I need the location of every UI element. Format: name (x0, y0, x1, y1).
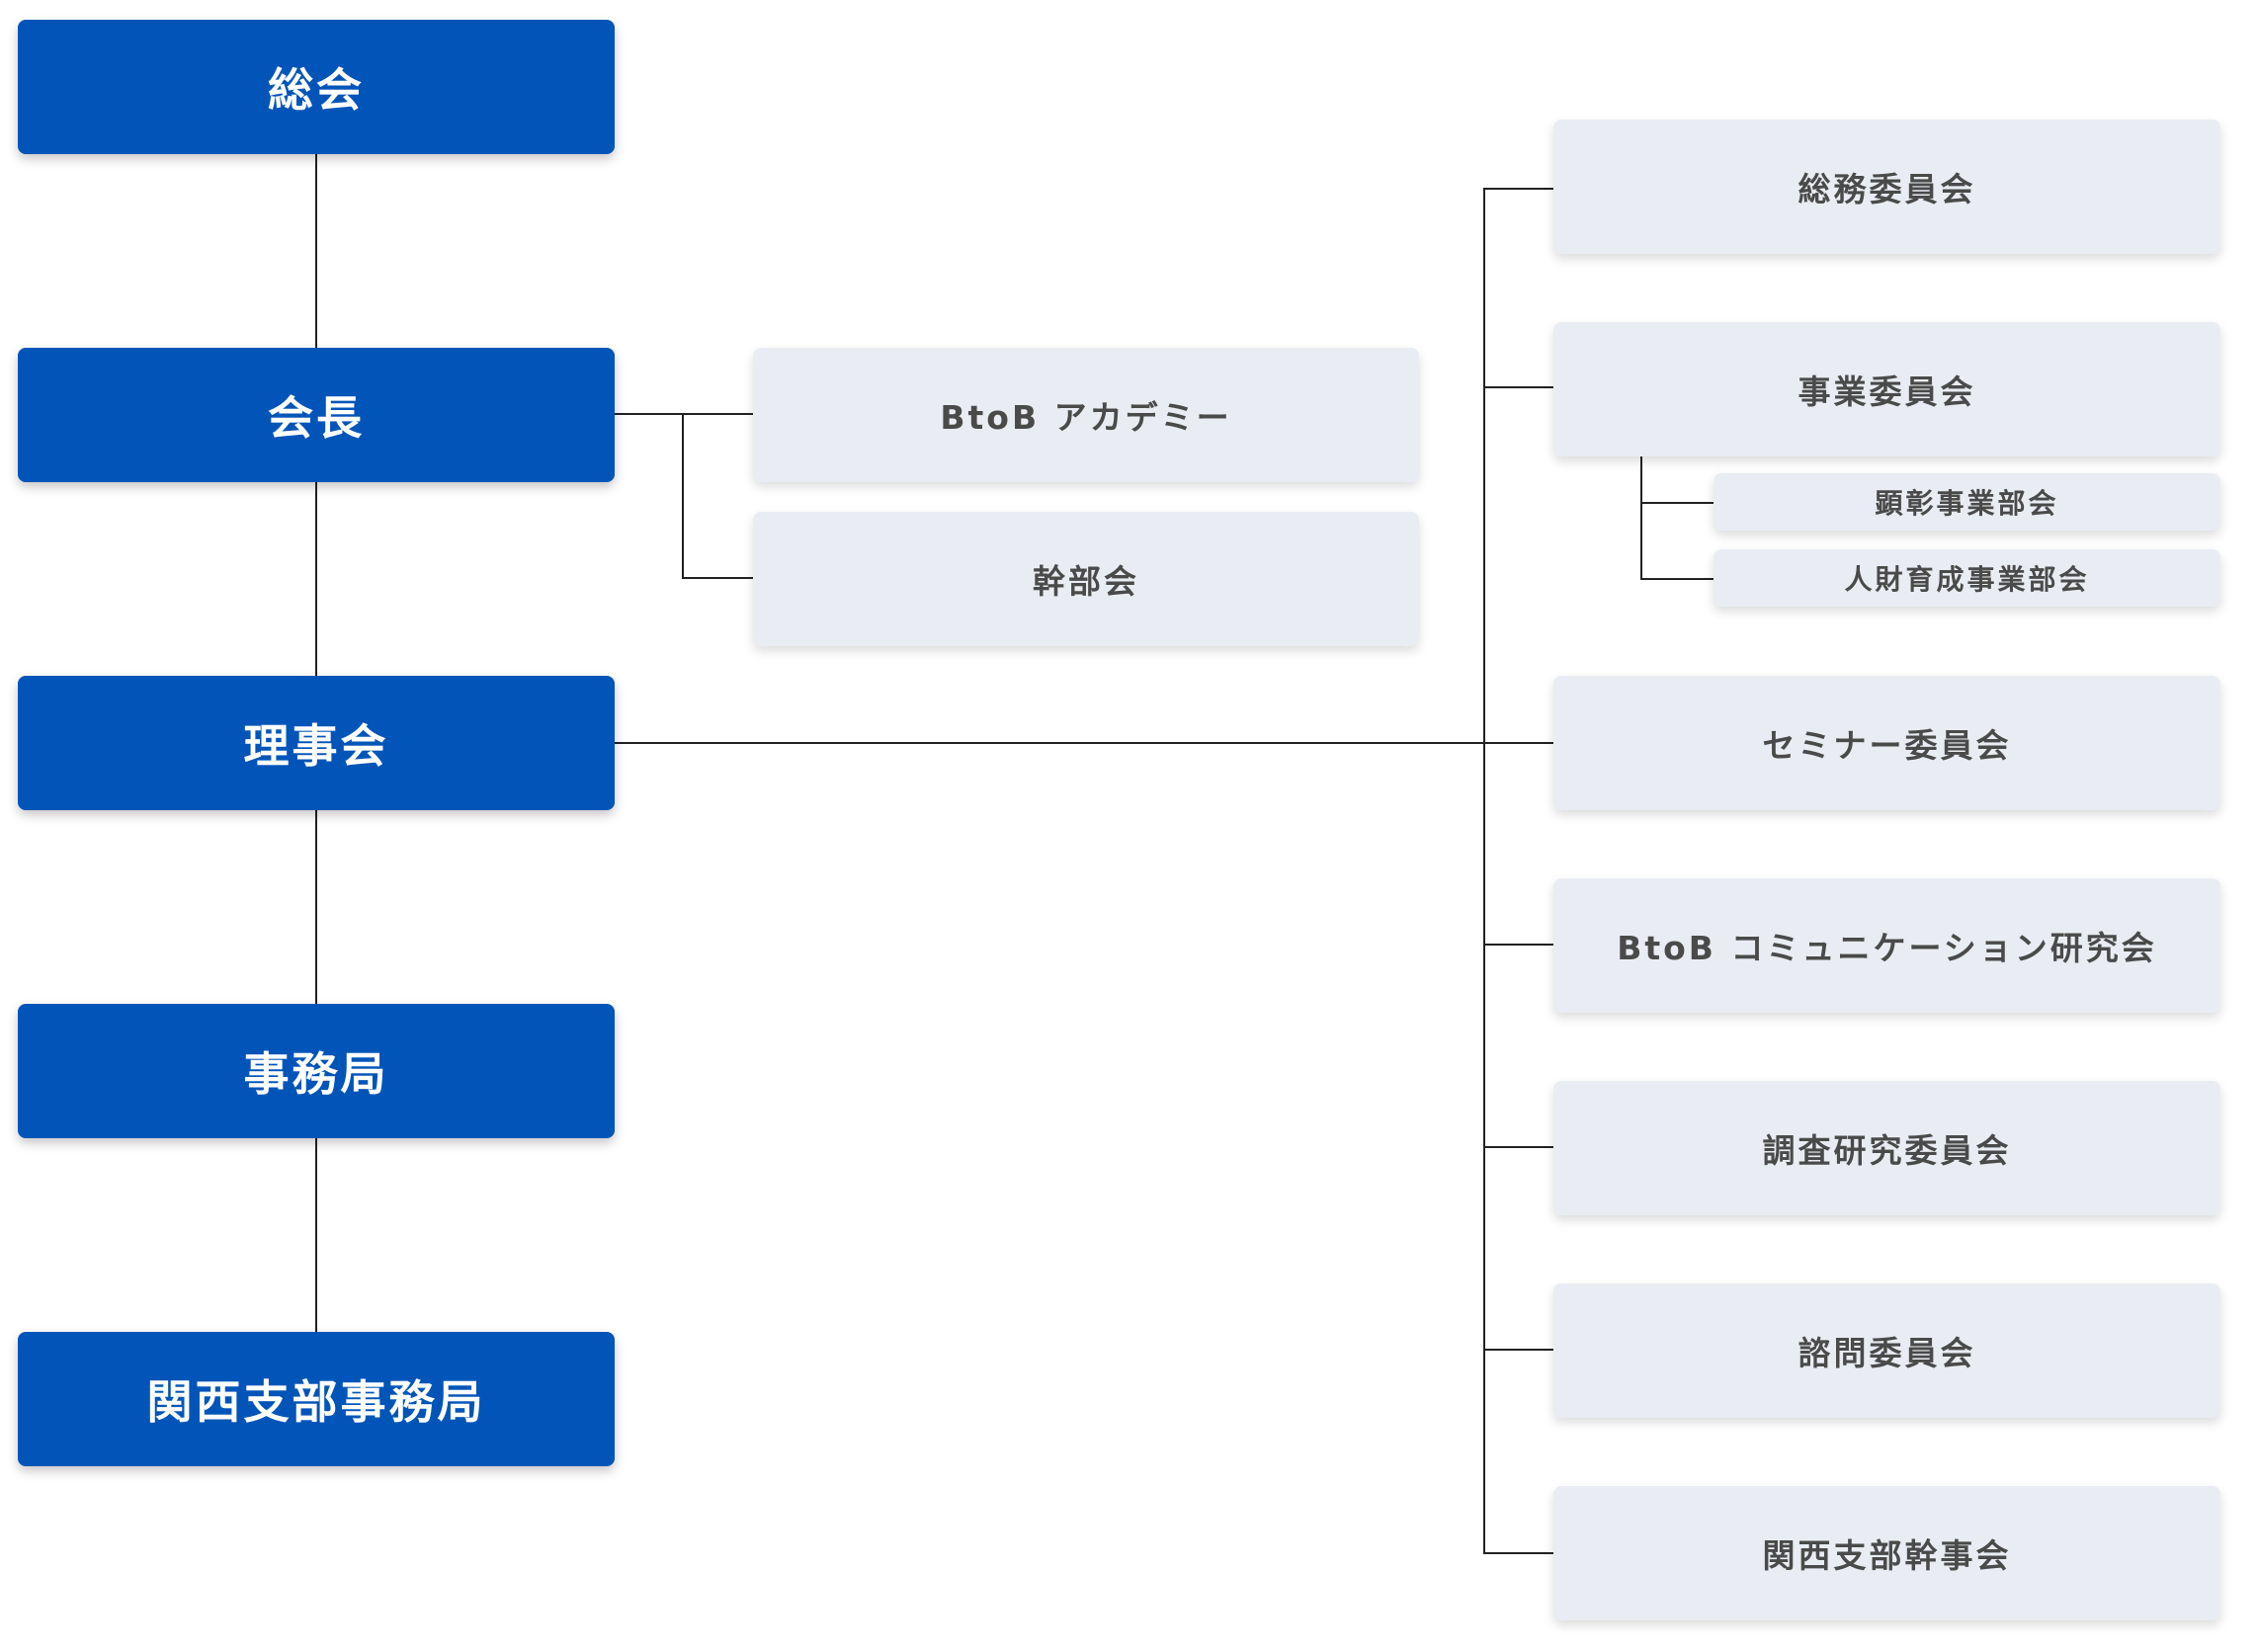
research-committee-box: 調査研究委員会 (1553, 1081, 2220, 1215)
secretariat-box: 事務局 (18, 1004, 615, 1138)
business-subgroup-box: 顕彰事業部会 (1714, 473, 2220, 531)
executive-branch-line (682, 577, 753, 579)
committee-tick (1483, 944, 1553, 946)
chairman-branch-vertical (682, 413, 684, 579)
business-sub-vertical (1640, 456, 1642, 580)
business-subgroup-box: 人財育成事業部会 (1714, 549, 2220, 607)
business-sub-tick (1640, 578, 1714, 580)
committee-tick (1483, 1552, 1553, 1554)
kansai-executive-box: 関西支部幹事会 (1553, 1486, 2220, 1620)
general-affairs-committee-box: 総務委員会 (1553, 120, 2220, 254)
board-box: 理事会 (18, 676, 615, 810)
seminar-committee-box: セミナー委員会 (1553, 676, 2220, 810)
advisory-committee-box: 諮問委員会 (1553, 1283, 2220, 1418)
btob-academy-box: BtoB アカデミー (753, 348, 1419, 482)
btob-comm-research-box: BtoB コミュニケーション研究会 (1553, 878, 2220, 1013)
business-committee-box: 事業委員会 (1553, 322, 2220, 456)
executive-meeting-box: 幹部会 (753, 512, 1419, 646)
committee-tick (1483, 1146, 1553, 1148)
committee-tick (1483, 188, 1553, 190)
board-committee-line (615, 742, 1553, 744)
chairman-box: 会長 (18, 348, 615, 482)
chairman-branch-line (615, 413, 753, 415)
committee-tick (1483, 386, 1553, 388)
committee-spine-line (1483, 188, 1485, 1553)
committee-tick (1483, 1349, 1553, 1351)
kansai-secretariat-box: 関西支部事務局 (18, 1332, 615, 1466)
business-sub-tick (1640, 502, 1714, 504)
general-assembly-box: 総会 (18, 20, 615, 154)
